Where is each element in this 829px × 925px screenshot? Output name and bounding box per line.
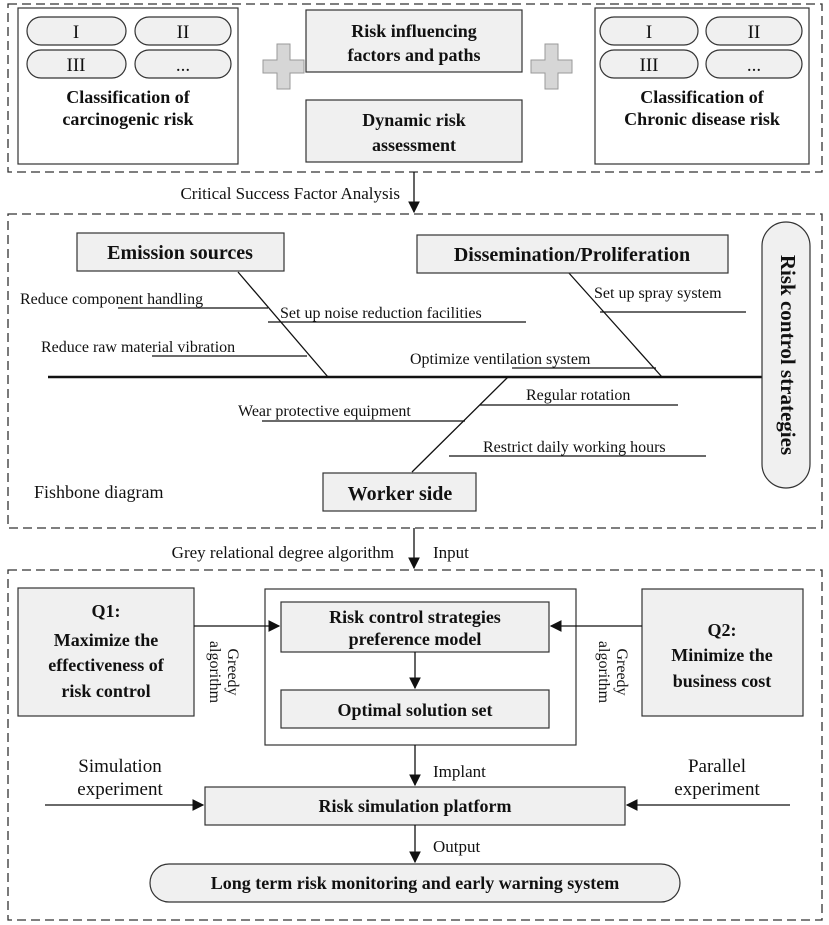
carcinogenic-class-pill-3	[26, 49, 127, 79]
carcinogenic-title-line2: carcinogenic risk	[62, 109, 193, 129]
parallel-line1: Parallel	[688, 756, 746, 777]
section-risk-assessment	[7, 3, 823, 173]
long-term-monitoring-label: Long term risk monitoring and early warn…	[211, 873, 620, 893]
restrict-label: Restrict daily working hours	[483, 439, 666, 456]
reduce-raw-label: Reduce raw material vibration	[41, 339, 235, 356]
chronic-title-line1: Classification of	[640, 87, 765, 107]
implant-label: Implant	[433, 762, 486, 781]
dissemination-box	[416, 234, 729, 274]
section-fishbone	[7, 213, 823, 529]
input-label: Input	[433, 543, 469, 562]
simulation-line2: experiment	[77, 779, 163, 800]
pill-label: I	[73, 22, 79, 43]
preference-model-box	[280, 601, 550, 653]
chronic-class-pill-1	[599, 16, 699, 46]
pill-label: II	[748, 22, 761, 43]
grey-relational-label: Grey relational degree algorithm	[172, 543, 394, 562]
emission-sources-label: Emission sources	[107, 242, 253, 264]
output-label: Output	[433, 837, 481, 856]
risk-factors-line1: Risk influencing	[351, 21, 477, 41]
preference-model-line1: Risk control strategies	[329, 607, 501, 627]
dynamic-assessment-line2: assessment	[372, 135, 456, 155]
q1-line2: Maximize the	[54, 630, 158, 650]
spray-label: Set up spray system	[594, 285, 722, 302]
risk-control-strategies-head	[761, 221, 811, 489]
optimal-solution-label: Optimal solution set	[337, 700, 492, 720]
preference-model-line2: preference model	[349, 629, 482, 649]
worker-side-box	[322, 472, 477, 512]
plus-icon	[530, 43, 573, 90]
worker-bone	[411, 376, 509, 473]
pill-label: ...	[176, 55, 190, 76]
risk-simulation-platform-label: Risk simulation platform	[318, 796, 511, 816]
chronic-class-pill-4	[705, 49, 803, 79]
chronic-class-pill-2	[705, 16, 803, 46]
q1-line3: effectiveness of	[48, 655, 164, 675]
fishbone-caption: Fishbone diagram	[34, 482, 163, 502]
q1-box	[17, 587, 195, 717]
ventilation-label: Optimize ventilation system	[410, 351, 591, 368]
dynamic-assessment-box	[305, 99, 523, 163]
optimal-solution-box	[280, 689, 550, 729]
long-term-monitoring-box	[149, 863, 681, 903]
q1-line1: Q1:	[92, 601, 121, 621]
carcinogenic-class-pill-4	[134, 49, 232, 79]
risk-control-strategies-label: Risk control strategies	[776, 255, 800, 455]
risk-factors-box	[305, 9, 523, 73]
greedy-right-line2: algorithm	[595, 641, 612, 704]
csf-label: Critical Success Factor Analysis	[180, 184, 400, 203]
q1-line4: risk control	[61, 681, 150, 701]
reduce-component-label: Reduce component handling	[20, 291, 203, 308]
plus-icon	[262, 43, 305, 90]
risk-factors-line2: factors and paths	[347, 45, 480, 65]
dynamic-assessment-line1: Dynamic risk	[362, 110, 466, 130]
pill-label: I	[646, 22, 652, 43]
dissemination-label: Dissemination/Proliferation	[454, 244, 690, 266]
greedy-right-line1: Greedy	[613, 648, 630, 695]
greedy-left-line2: algorithm	[206, 641, 223, 704]
q2-line1: Q2:	[708, 620, 737, 640]
pill-label: ...	[747, 55, 761, 76]
emission-sources-box	[76, 232, 285, 272]
rotation-label: Regular rotation	[526, 387, 630, 404]
carcinogenic-class-pill-1	[26, 16, 127, 46]
q2-box	[641, 588, 804, 717]
noise-label: Set up noise reduction facilities	[280, 305, 482, 322]
wear-label: Wear protective equipment	[238, 403, 411, 420]
greedy-left-line1: Greedy	[224, 648, 241, 695]
q2-line3: business cost	[673, 671, 772, 691]
emission-bone	[237, 271, 329, 378]
risk-simulation-platform-box	[204, 786, 626, 826]
section-optimization	[7, 569, 823, 921]
simulation-line1: Simulation	[78, 756, 162, 777]
chronic-class-pill-3	[599, 49, 699, 79]
carcinogenic-class-pill-2	[134, 16, 232, 46]
pill-label: III	[67, 55, 86, 76]
chronic-title-line2: Chronic disease risk	[624, 109, 780, 129]
parallel-line2: experiment	[674, 779, 760, 800]
worker-side-label: Worker side	[348, 483, 453, 505]
pill-label: III	[640, 55, 659, 76]
carcinogenic-title-line1: Classification of	[66, 87, 191, 107]
dissemination-bone	[567, 271, 663, 378]
pill-label: II	[177, 22, 190, 43]
q2-line2: Minimize the	[671, 645, 772, 665]
